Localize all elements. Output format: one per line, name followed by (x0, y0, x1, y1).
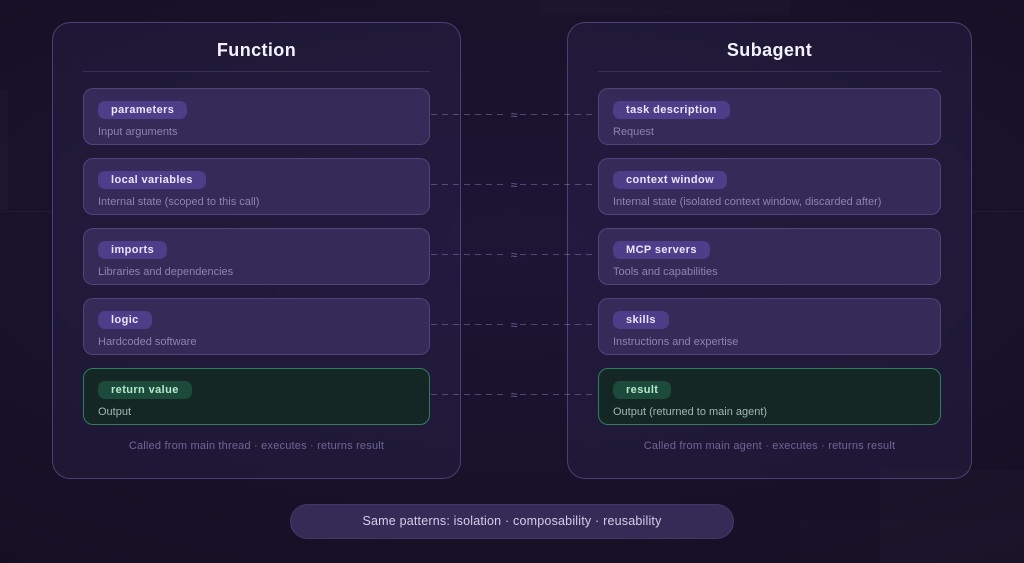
approx-equal-icon: ≈ (510, 107, 518, 122)
panel-subagent-footer: Called from main agent · executes · retu… (643, 440, 896, 452)
subagent-rows: task description Request context window … (598, 88, 941, 425)
badge-result: result (613, 381, 672, 399)
badge-return-value: return value (98, 381, 192, 399)
row-description: Input arguments (98, 126, 178, 138)
dashed-line (431, 254, 508, 255)
function-row-parameters: parameters Input arguments (83, 88, 430, 145)
approx-equal-icon: ≈ (510, 247, 518, 262)
dashed-line (520, 254, 597, 255)
subagent-row-context-window: context window Internal state (isolated … (598, 158, 941, 215)
badge-mcp-servers: MCP servers (613, 241, 710, 259)
panel-function-footer: Called from main thread · executes · ret… (128, 440, 385, 452)
dashed-line (520, 394, 597, 395)
approx-equal-icon: ≈ (510, 177, 518, 192)
subagent-row-mcp-servers: MCP servers Tools and capabilities (598, 228, 941, 285)
dashed-line (431, 184, 508, 185)
connector-row-2: ≈ (431, 178, 597, 191)
dashed-line (520, 184, 597, 185)
subagent-row-skills: skills Instructions and expertise (598, 298, 941, 355)
function-row-logic: logic Hardcoded software (83, 298, 430, 355)
panel-function-title: Function (216, 40, 297, 60)
function-row-local-variables: local variables Internal state (scoped t… (83, 158, 430, 215)
row-description: Request (613, 126, 654, 138)
row-description: Tools and capabilities (613, 266, 718, 278)
panel-function: Function parameters Input arguments loca… (52, 22, 461, 479)
title-divider (83, 71, 430, 72)
background-texture-block (880, 470, 1024, 563)
subagent-row-result: result Output (returned to main agent) (598, 368, 941, 425)
badge-parameters: parameters (98, 101, 188, 119)
title-divider (598, 71, 941, 72)
badge-imports: imports (98, 241, 168, 259)
badge-logic: logic (98, 311, 152, 329)
connector-row-1: ≈ (431, 108, 597, 121)
function-row-imports: imports Libraries and dependencies (83, 228, 430, 285)
function-row-return-value: return value Output (83, 368, 430, 425)
summary-pill: Same patterns: isolation · composability… (290, 504, 734, 539)
background-hairline (972, 211, 1024, 212)
badge-skills: skills (613, 311, 669, 329)
connector-row-5: ≈ (431, 388, 597, 401)
background-hairline (0, 211, 52, 212)
row-description: Libraries and dependencies (98, 266, 234, 278)
row-description: Internal state (scoped to this call) (98, 196, 260, 208)
badge-context-window: context window (613, 171, 728, 189)
panel-subagent-title: Subagent (726, 40, 813, 60)
dashed-line (520, 114, 597, 115)
row-description: Instructions and expertise (613, 336, 739, 348)
connector-row-3: ≈ (431, 248, 597, 261)
background-texture-block (800, 520, 1024, 563)
dashed-line (431, 394, 508, 395)
dashed-line (431, 324, 508, 325)
background-texture-block (0, 90, 8, 210)
row-description: Output (returned to main agent) (613, 406, 768, 418)
function-rows: parameters Input arguments local variabl… (83, 88, 430, 425)
connector-row-4: ≈ (431, 318, 597, 331)
approx-equal-icon: ≈ (510, 317, 518, 332)
background-texture-block (540, 0, 790, 15)
dashed-line (520, 324, 597, 325)
dashed-line (431, 114, 508, 115)
badge-local-variables: local variables (98, 171, 206, 189)
approx-equal-icon: ≈ (510, 387, 518, 402)
row-description: Internal state (isolated context window,… (613, 196, 882, 208)
panel-subagent: Subagent task description Request contex… (567, 22, 972, 479)
row-description: Output (98, 406, 132, 418)
badge-task-description: task description (613, 101, 730, 119)
row-description: Hardcoded software (98, 336, 197, 348)
subagent-row-task-description: task description Request (598, 88, 941, 145)
